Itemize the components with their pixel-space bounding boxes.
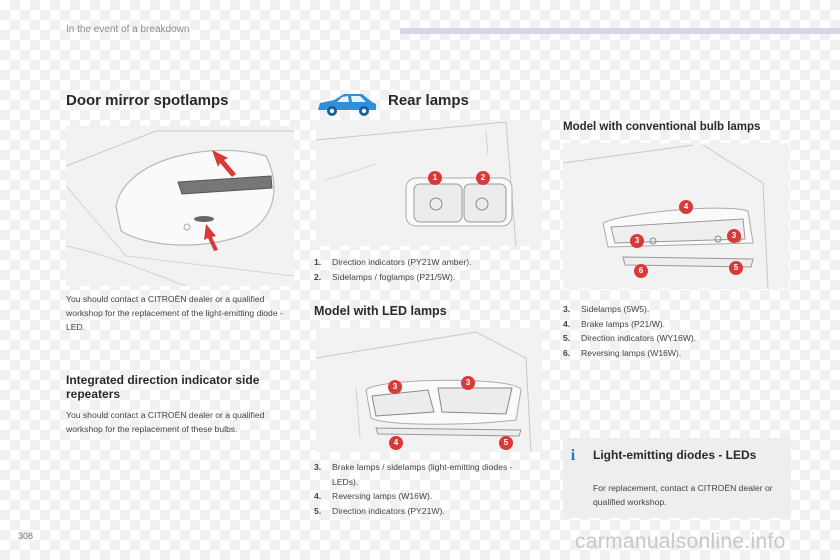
rear-lamps-legend: 1.Direction indicators (PY21W amber). 2.… <box>314 255 471 284</box>
header-bar <box>400 28 840 34</box>
callout-badge-3a: 3 <box>388 380 402 394</box>
door-mirror-text: You should contact a CITROËN dealer or a… <box>66 294 283 332</box>
repeaters-title: Integrated direction indicator side repe… <box>66 373 260 401</box>
callout-badge-1: 1 <box>428 171 442 185</box>
legend-item: 1.Direction indicators (PY21W amber). <box>314 257 472 267</box>
led-model-title: Model with LED lamps <box>314 304 447 318</box>
arrow-bottom-icon <box>204 224 218 251</box>
info-icon: i <box>570 447 576 464</box>
callout-badge-5: 5 <box>499 436 513 450</box>
callout-badge-3b: 3 <box>461 376 475 390</box>
callout-badge-3a: 3 <box>630 234 644 248</box>
bulb-lamps-illustration: 4 3 3 6 5 <box>562 143 789 290</box>
callout-badge-6: 6 <box>634 264 648 278</box>
callout-badge-3b: 3 <box>727 229 741 243</box>
info-box <box>563 438 791 518</box>
rear-lamps-illustration: 1 2 <box>315 120 542 247</box>
legend-item: 4.Reversing lamps (W16W). <box>314 491 433 501</box>
door-mirror-title: Door mirror spotlamps <box>66 92 229 109</box>
legend-item: 2.Sidelamps / foglamps (P21/5W). <box>314 271 456 282</box>
door-mirror-illustration <box>65 126 295 287</box>
door-mirror-drawing <box>65 130 295 287</box>
callout-badge-4: 4 <box>389 436 403 450</box>
bulb-model-title: Model with conventional bulb lamps <box>563 121 761 133</box>
section-title: In the event of a breakdown <box>66 24 190 35</box>
led-lamps-drawing <box>315 331 532 453</box>
led-lamps-illustration: 3 3 4 5 <box>315 328 542 453</box>
legend-item: 5.Direction indicators (PY21W). <box>314 505 445 516</box>
car-icon <box>318 94 376 116</box>
watermark: carmanualsonline.info <box>575 530 786 553</box>
info-title: Light-emitting diodes - LEDs <box>593 448 757 462</box>
page-number: 308 <box>18 531 34 541</box>
rear-lamps-title: Rear lamps <box>388 92 469 109</box>
repeaters-text: You should contact a CITROËN dealer or a… <box>66 410 265 434</box>
led-legend: 3.Brake lamps / sidelamps (light-emittin… <box>314 460 554 518</box>
rear-lamps-drawing <box>315 121 517 247</box>
bulb-lamps-drawing <box>562 144 769 290</box>
legend-item: 3.Sidelamps (5W5). <box>563 304 650 314</box>
info-text: For replacement, contact a CITROËN deale… <box>593 483 773 507</box>
callout-badge-5: 5 <box>729 261 743 275</box>
callout-badge-4: 4 <box>679 200 693 214</box>
arrow-top-icon <box>212 150 236 177</box>
bulb-legend: 3.Sidelamps (5W5). 4.Brake lamps (P21/W)… <box>563 302 696 360</box>
legend-item: 6.Reversing lamps (W16W). <box>563 347 682 358</box>
callout-badge-2: 2 <box>476 171 490 185</box>
legend-item: 5.Direction indicators (WY16W). <box>563 333 697 343</box>
legend-item: 4.Brake lamps (P21/W). <box>563 318 666 329</box>
legend-item: 3.Brake lamps / sidelamps (light-emittin… <box>314 462 513 487</box>
